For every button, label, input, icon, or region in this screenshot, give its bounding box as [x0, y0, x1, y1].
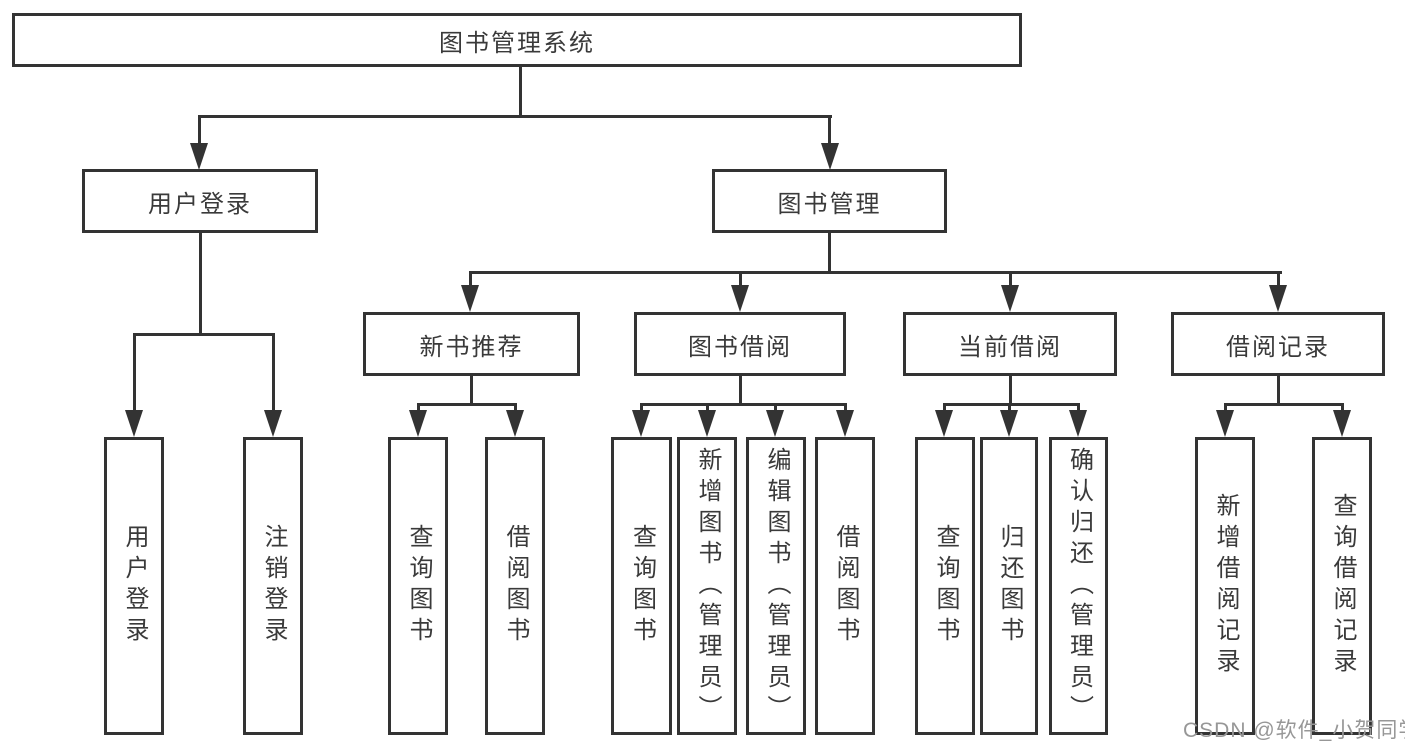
- leaf-label: 归还图书: [996, 524, 1023, 648]
- leaf-label: 查询图书: [628, 524, 656, 648]
- leaf-label: 新增借阅记录: [1212, 493, 1239, 679]
- connector-stem: [468, 273, 472, 287]
- node-book-management: 图书管理: [712, 169, 947, 233]
- leaf-label: 借阅图书: [832, 524, 859, 648]
- connector-bar: [468, 271, 1282, 274]
- leaf-label: 查询图书: [405, 524, 432, 648]
- node-library-system: 图书管理系统: [12, 13, 1022, 67]
- node-new-book-recommend: 新书推荐: [363, 312, 580, 376]
- leaf-bb-add-books-admin: 新增图书（管理员）: [677, 437, 737, 735]
- arrow-head: [766, 410, 784, 437]
- leaf-label: 新增图书（管理员）: [694, 446, 721, 726]
- connector-stem: [705, 406, 709, 413]
- leaf-bb-edit-books-admin: 编辑图书（管理员）: [746, 437, 806, 735]
- connector-bar: [416, 403, 517, 406]
- connector-stem: [416, 406, 420, 413]
- connector-root-bar: [197, 115, 832, 118]
- connector-stem: [828, 233, 831, 273]
- arrow-head: [731, 285, 749, 312]
- arrow-head: [935, 410, 953, 437]
- connector-stem: [738, 376, 742, 406]
- node-borrow-records: 借阅记录: [1171, 312, 1385, 376]
- connector-stem: [513, 406, 517, 413]
- leaf-cb-query-books: 查询图书: [915, 437, 975, 735]
- arrow-head: [1001, 285, 1019, 312]
- arrow-head: [461, 285, 479, 312]
- connector-stem: [1276, 376, 1280, 406]
- leaf-nb-borrow-books: 借阅图书: [485, 437, 545, 735]
- node-user-login: 用户登录: [82, 169, 318, 233]
- arrow-head: [820, 143, 839, 170]
- node-book-borrow: 图书借阅: [634, 312, 846, 376]
- arrow-head: [1216, 410, 1234, 437]
- node-current-borrow: 当前借阅: [903, 312, 1117, 376]
- leaf-br-query-borrow-record: 查询借阅记录: [1312, 437, 1372, 735]
- leaf-bb-query-books: 查询图书: [611, 437, 672, 735]
- connector-bar: [942, 403, 1080, 406]
- leaf-cb-return-books: 归还图书: [980, 437, 1038, 735]
- connector-stem: [773, 406, 777, 413]
- connector-stem: [197, 115, 201, 144]
- connector-stem: [1276, 273, 1280, 287]
- connector-stem: [828, 115, 831, 144]
- arrow-head: [1333, 410, 1351, 437]
- leaf-label: 查询图书: [932, 524, 959, 648]
- connector-stem: [470, 376, 473, 406]
- arrow-head: [125, 410, 143, 437]
- connector-stem: [843, 406, 847, 413]
- connector-stem: [198, 233, 202, 335]
- leaf-br-add-borrow-record: 新增借阅记录: [1195, 437, 1255, 735]
- arrow-head: [632, 410, 650, 437]
- connector-stem: [132, 336, 136, 411]
- leaf-nb-query-books: 查询图书: [388, 437, 448, 735]
- connector-bar: [132, 333, 275, 336]
- connector-bar: [639, 403, 847, 406]
- leaf-label: 注销登录: [260, 524, 287, 648]
- arrow-head: [506, 410, 524, 437]
- connector-bar: [1223, 403, 1344, 406]
- leaf-logout-login: 注销登录: [243, 437, 303, 735]
- connector-stem: [1340, 406, 1344, 413]
- connector-stem: [1076, 406, 1080, 413]
- leaf-label: 借阅图书: [502, 524, 529, 648]
- arrow-head: [698, 410, 716, 437]
- leaf-user-login: 用户登录: [104, 437, 164, 735]
- connector-root-stem: [518, 65, 522, 117]
- connector-stem: [1008, 273, 1012, 287]
- connector-stem: [1223, 406, 1227, 413]
- arrow-head: [1269, 285, 1287, 312]
- arrow-head: [264, 410, 282, 437]
- leaf-label: 编辑图书（管理员）: [763, 446, 790, 726]
- leaf-cb-confirm-return-admin: 确认归还（管理员）: [1049, 437, 1108, 735]
- leaf-label: 确认归还（管理员）: [1065, 446, 1093, 726]
- connector-stem: [271, 336, 275, 411]
- connector-stem: [1008, 376, 1012, 406]
- arrow-head: [1000, 410, 1018, 437]
- connector-stem: [639, 406, 643, 413]
- leaf-label: 用户登录: [121, 524, 148, 648]
- connector-stem: [738, 273, 742, 287]
- arrow-head: [190, 143, 208, 170]
- leaf-bb-borrow-books: 借阅图书: [815, 437, 875, 735]
- arrow-head: [409, 410, 427, 437]
- connector-stem: [1007, 406, 1011, 413]
- watermark: CSDN @软件_小贺同学: [1183, 719, 1405, 742]
- leaf-label: 查询借阅记录: [1329, 493, 1356, 679]
- arrow-head: [1069, 410, 1087, 437]
- arrow-head: [836, 410, 854, 437]
- connector-stem: [942, 406, 946, 413]
